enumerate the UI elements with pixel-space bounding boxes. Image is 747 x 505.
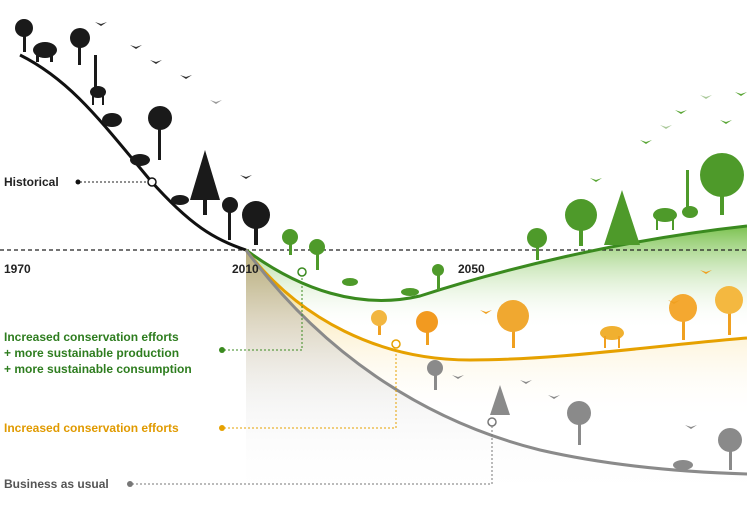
elephant-icon xyxy=(673,460,693,470)
green-marker xyxy=(297,267,307,277)
grey-dot xyxy=(127,481,133,487)
bird-icon xyxy=(660,125,672,129)
label-historical: Historical xyxy=(4,175,59,189)
tree-icon xyxy=(490,385,510,415)
bird-icon xyxy=(130,45,142,49)
historical-marker xyxy=(147,177,157,187)
bird-icon xyxy=(700,270,712,274)
bird-icon xyxy=(520,380,532,384)
historical-curve xyxy=(19,53,247,252)
tree-icon xyxy=(427,360,443,390)
orange-dot xyxy=(219,425,225,431)
grey-wildlife xyxy=(427,360,742,470)
bird-icon xyxy=(150,60,162,64)
tree-icon xyxy=(567,401,591,445)
elephant-icon xyxy=(33,42,57,62)
green-birds xyxy=(590,92,747,182)
tree-icon xyxy=(190,150,220,215)
elephant-icon xyxy=(342,278,358,286)
tree-icon xyxy=(700,153,744,215)
bird-icon xyxy=(95,22,107,26)
year-2010: 2010 xyxy=(232,262,259,276)
label-grey: Business as usual xyxy=(4,477,109,491)
tree-icon xyxy=(669,294,697,340)
green-area xyxy=(246,226,747,330)
tree-icon xyxy=(282,229,298,255)
green-dot xyxy=(219,347,225,353)
bird-icon xyxy=(180,75,192,79)
elephant-icon xyxy=(130,154,150,166)
label-orange: Increased conservation efforts xyxy=(4,421,179,435)
giraffe-icon xyxy=(90,55,106,105)
bird-icon xyxy=(720,120,732,124)
bird-icon xyxy=(590,178,602,182)
tree-icon xyxy=(15,19,33,52)
bird-icon xyxy=(675,110,687,114)
tree-icon xyxy=(432,264,444,290)
elephant-icon xyxy=(171,195,189,205)
tree-icon xyxy=(497,300,529,348)
label-green-1: Increased conservation efforts xyxy=(4,330,179,344)
camel-icon xyxy=(600,326,624,348)
grey-marker xyxy=(487,417,497,427)
orange-leader xyxy=(224,346,397,429)
giraffe-icon xyxy=(682,170,698,218)
year-1970: 1970 xyxy=(4,262,31,276)
grey-leader xyxy=(132,424,493,485)
orange-curve xyxy=(244,249,747,362)
bird-icon xyxy=(668,300,680,304)
bird-icon xyxy=(685,425,697,429)
tree-icon xyxy=(718,428,742,470)
bird-icon xyxy=(210,100,222,104)
camel-icon xyxy=(653,208,677,230)
bird-icon xyxy=(452,375,464,379)
tree-icon xyxy=(70,28,90,65)
tree-icon xyxy=(604,190,640,245)
tree-icon xyxy=(242,201,270,245)
bird-icon xyxy=(735,92,747,96)
tree-icon xyxy=(527,228,547,260)
bird-icon xyxy=(240,175,252,179)
orange-marker xyxy=(391,339,401,349)
elephant-icon xyxy=(102,113,122,127)
elephant-icon xyxy=(401,288,419,296)
bird-icon xyxy=(640,140,652,144)
green-wildlife xyxy=(282,153,744,296)
grey-curve xyxy=(244,249,747,476)
tree-icon xyxy=(371,310,387,335)
bird-icon xyxy=(480,310,492,314)
bird-icon xyxy=(700,95,712,99)
tree-icon xyxy=(148,106,172,160)
orange-wildlife xyxy=(371,270,743,348)
historical-birds xyxy=(95,22,252,179)
label-green-2: + more sustainable production xyxy=(4,346,180,360)
tree-icon xyxy=(222,197,238,240)
tree-icon xyxy=(715,286,743,335)
year-2050: 2050 xyxy=(458,262,485,276)
label-green-3: + more sustainable consumption xyxy=(4,362,192,376)
historical-dot xyxy=(75,179,81,185)
green-leader xyxy=(224,274,303,351)
tree-icon xyxy=(565,199,597,246)
tree-icon xyxy=(309,239,325,270)
tree-icon xyxy=(416,311,438,345)
grey-area xyxy=(246,250,747,500)
historical-wildlife xyxy=(15,19,270,245)
bird-icon xyxy=(548,395,560,399)
